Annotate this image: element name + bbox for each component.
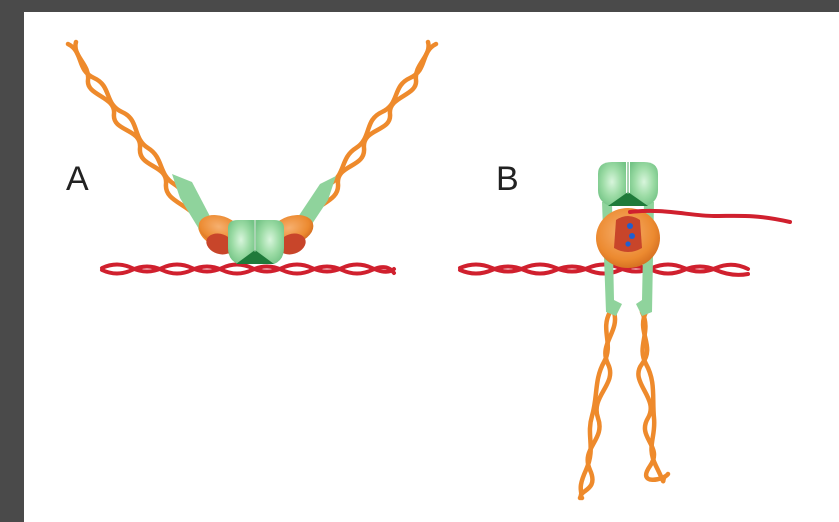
- actin-filament-icon: [630, 211, 790, 222]
- panel-label-a: A: [66, 162, 89, 196]
- actin-filament-icon: [460, 265, 748, 275]
- coiled-coil-tail-icon: [638, 312, 668, 481]
- panel-a: [68, 42, 436, 274]
- coiled-coil-tail-icon: [580, 312, 615, 498]
- actin-filament-icon: [102, 265, 394, 274]
- light-chain-icon: [228, 220, 284, 264]
- panel-b: [460, 162, 790, 498]
- light-chain-icon: [598, 162, 658, 206]
- figure-panel: A B: [24, 12, 839, 522]
- myosin-head-icon: [596, 208, 660, 268]
- myosin-diagram: [24, 12, 839, 522]
- panel-label-b: B: [496, 162, 519, 196]
